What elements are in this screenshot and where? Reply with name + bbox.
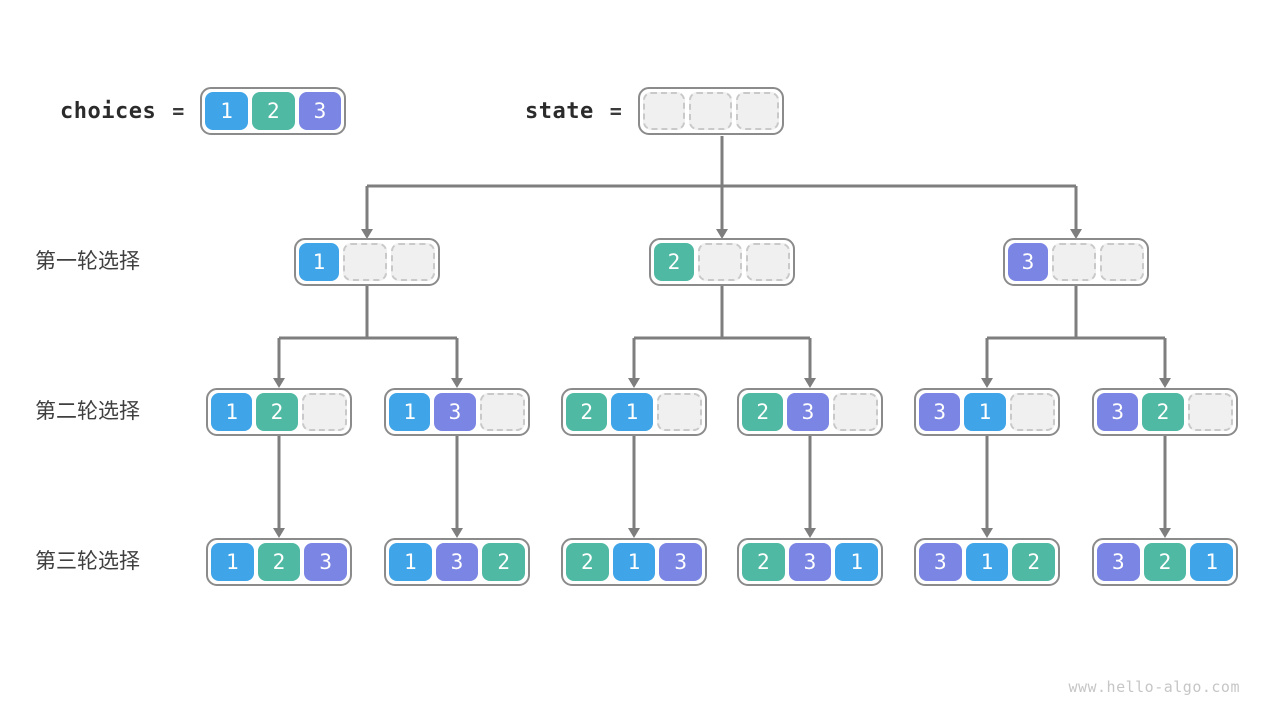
array-cell: 2 [482, 543, 526, 581]
empty-cell [1009, 393, 1055, 431]
array-cell: 2 [1143, 543, 1187, 581]
array-cell: 3 [787, 393, 829, 431]
empty-cell [1100, 243, 1144, 281]
array-cell: 1 [211, 543, 254, 581]
array-cell: 3 [304, 543, 348, 581]
array-cell: 2 [566, 393, 608, 431]
empty-cell [689, 92, 733, 130]
array-cell: 2 [742, 543, 785, 581]
empty-cell [832, 393, 878, 431]
array-cell: 2 [251, 92, 295, 130]
array-cell: 2 [1012, 543, 1056, 581]
round-2-label: 第二轮选择 [35, 400, 140, 423]
array-cell: 1 [835, 543, 879, 581]
empty-cell [642, 92, 686, 130]
array-cell: 1 [1190, 543, 1234, 581]
empty-cell [1187, 393, 1233, 431]
equals-sign: = [172, 99, 185, 123]
empty-cell [479, 393, 525, 431]
array-cell: 3 [788, 543, 832, 581]
choices-label: choices [60, 98, 157, 124]
array-cell: 1 [211, 393, 253, 431]
array-cell: 3 [1097, 543, 1140, 581]
empty-cell [343, 243, 387, 281]
array-cell: 3 [435, 543, 479, 581]
array-cell: 1 [965, 543, 1009, 581]
empty-cell [301, 393, 347, 431]
array-cell: 1 [389, 393, 431, 431]
array-cell: 2 [566, 543, 609, 581]
empty-cell [746, 243, 790, 281]
array-cell: 2 [742, 393, 784, 431]
array-cell: 3 [298, 92, 342, 130]
array-cell: 2 [256, 393, 298, 431]
empty-cell [736, 92, 779, 130]
array-cell: 1 [612, 543, 656, 581]
empty-cell [1052, 243, 1096, 281]
array-cell: 2 [654, 243, 694, 281]
array-cell: 3 [1008, 243, 1048, 281]
state-group: state = [525, 87, 784, 135]
equals-sign: = [609, 99, 622, 123]
state-node-r1-2: 2 [649, 238, 795, 286]
array-cell: 2 [257, 543, 301, 581]
state-node-r1-3: 3 [1003, 238, 1149, 286]
array-cell: 3 [919, 543, 962, 581]
array-cell: 1 [205, 92, 248, 130]
array-cell: 3 [434, 393, 476, 431]
round-1-label: 第一轮选择 [35, 250, 140, 273]
array-cell: 2 [1142, 393, 1184, 431]
array-cell: 1 [389, 543, 432, 581]
array-cell: 1 [299, 243, 339, 281]
state-label: state [525, 98, 594, 124]
array-cell: 3 [1097, 393, 1139, 431]
watermark: www.hello-algo.com [1068, 678, 1240, 696]
array-cell: 3 [659, 543, 703, 581]
array-cell: 1 [964, 393, 1006, 431]
empty-cell [391, 243, 435, 281]
array-cell: 3 [919, 393, 961, 431]
state-array-box [637, 87, 784, 135]
array-cell: 1 [611, 393, 653, 431]
state-node-r1-1: 1 [294, 238, 440, 286]
empty-cell [698, 243, 742, 281]
empty-cell [656, 393, 702, 431]
round-3-label: 第三轮选择 [35, 550, 140, 573]
